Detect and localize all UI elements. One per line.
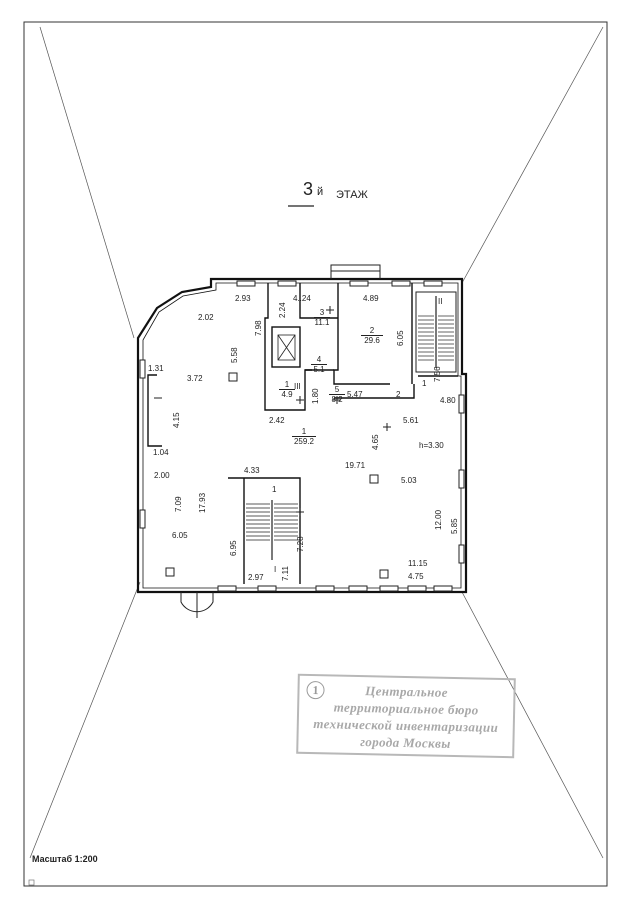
dim-1-80: 1.80 [311,388,320,404]
door-marks [154,306,391,516]
page-frame [23,21,608,887]
scale-label: Масштаб 1:200 [32,854,98,864]
dim-2-24: 2.24 [278,302,287,318]
balcony-bottom [180,592,214,618]
dim-1-small: 1 [422,379,427,388]
dim-7-98: 7.98 [254,320,263,336]
dim-5-03: 5.03 [401,476,417,485]
floor-title-label: ЭТАЖ [336,189,368,201]
dim-4-15: 4.15 [172,412,181,428]
dim-4-80: 4.80 [440,396,456,405]
elevator-shaft [277,334,296,361]
staircase-label-ii: II [438,297,443,306]
dim-1-04: 1.04 [153,448,169,457]
interior-walls [147,283,458,584]
staircase-left [246,500,298,560]
dim-6-05a: 6.05 [396,330,405,346]
dim-17-93: 17.93 [198,492,207,513]
dim-2-42: 2.42 [269,416,285,425]
dim-6-95: 6.95 [229,540,238,556]
staircase-right [415,291,457,373]
dim-4-89: 4.89 [363,294,379,303]
dim-4-65: 4.65 [371,434,380,450]
dim-4-33: 4.33 [244,466,260,475]
dim-7-11: 7.11 [281,566,290,581]
bti-stamp: 1 Центральное территориальное бюро техни… [296,673,516,759]
floor-number-suffix: й [317,186,324,198]
columns [165,372,389,579]
dim-1-31: 1.31 [148,364,164,373]
dim-3-72: 3.72 [187,374,203,383]
height-note: h=3.30 [419,441,444,450]
dim-19-71: 19.71 [345,461,366,470]
dim-7-09: 7.09 [174,496,183,512]
dim-7-56: 7.56 [433,366,442,382]
building-outline [136,277,468,594]
dim-2-93: 2.93 [235,294,251,303]
dim-1-stair: 1 [272,485,277,494]
windows [139,280,465,592]
page-margin-mark [28,879,35,886]
floor-number: 3 [303,179,314,199]
stamp-line-4: города Москвы [360,734,451,751]
dim-11-15: 11.15 [408,559,428,568]
dim-2: 2 [396,390,401,399]
balcony-top [330,264,381,279]
dim-5-61: 5.61 [403,416,419,425]
dim-12-00: 12.00 [434,509,443,530]
dim-5-85: 5.85 [450,518,459,534]
dim-4-75: 4.75 [408,572,424,581]
dim-4-24: 4..24 [293,294,311,303]
dim-5-58: 5.58 [230,347,239,363]
dim-2-02: 2.02 [198,313,214,322]
dim-2-97: 2.97 [248,573,264,582]
dim-5-47: 5.47 [347,390,363,399]
staircase-label-i: I [274,565,277,574]
dim-7-28: 7.28 [296,536,305,552]
cross-lines [29,26,604,859]
dim-6-05b: 6.05 [172,531,188,540]
dim-2-00: 2.00 [154,471,170,480]
staircase-label-iii: III [294,382,301,391]
